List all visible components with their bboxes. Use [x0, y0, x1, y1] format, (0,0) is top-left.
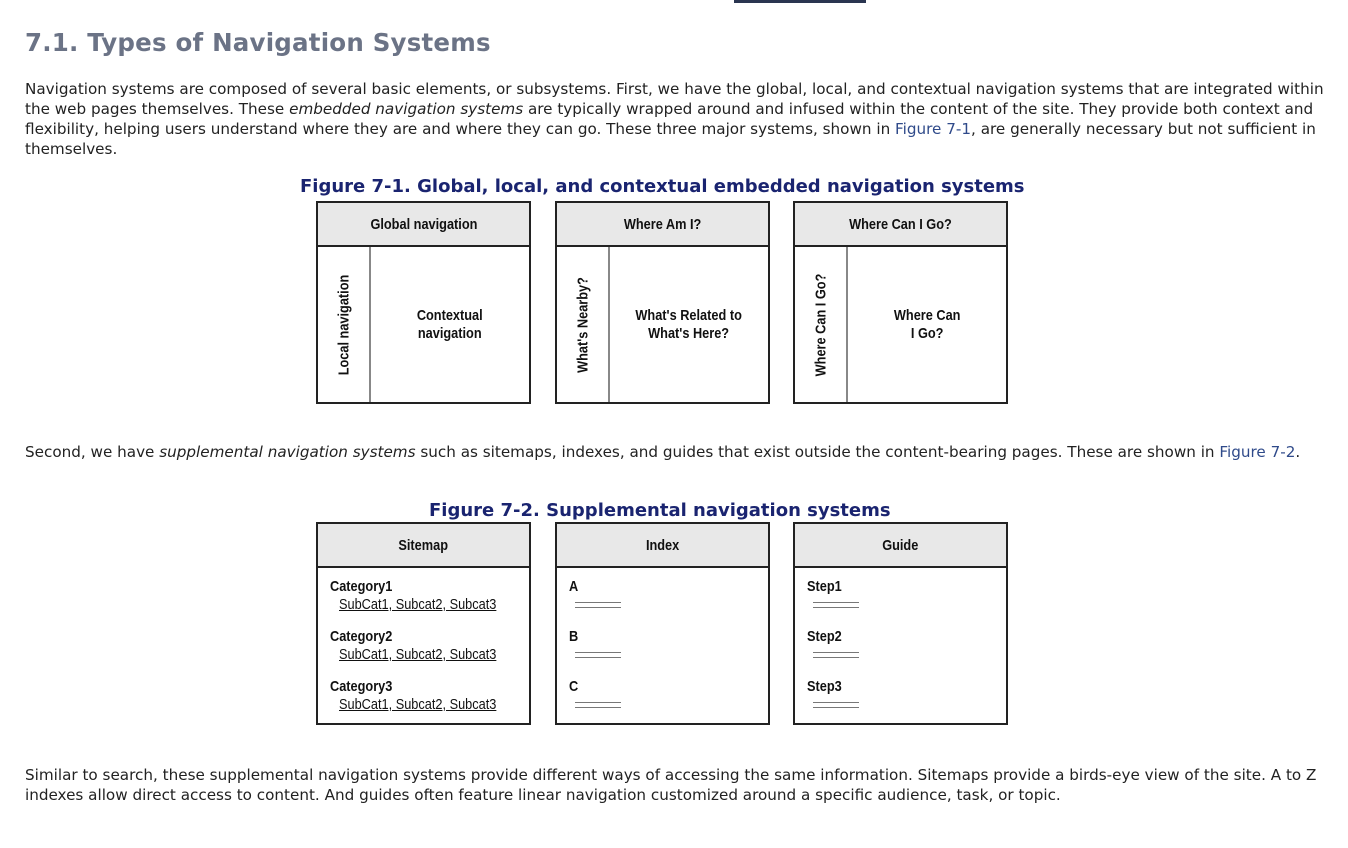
- sitemap-entry: Category3 SubCat1, Subcat2, Subcat3: [330, 678, 497, 713]
- box-header: Global navigation: [318, 203, 529, 247]
- figure-7-2-link[interactable]: Figure 7-2: [1219, 443, 1296, 461]
- figure-7-1-title: Figure 7-1. Global, local, and contextua…: [300, 176, 1025, 197]
- emphasis-text: supplemental navigation systems: [159, 443, 416, 461]
- top-nav-bar: [734, 0, 866, 3]
- guide-diagram: Guide Step1 Step2 Step3: [793, 522, 1008, 725]
- box-header: Index: [557, 524, 768, 568]
- sitemap-diagram: Sitemap Category1 SubCat1, Subcat2, Subc…: [316, 522, 531, 725]
- box-side-bar: What's Nearby?: [557, 247, 610, 402]
- text: Navigation systems are composed of sever…: [25, 80, 1324, 118]
- side-label: Where Can I Go?: [812, 273, 829, 376]
- figure-7-1-link[interactable]: Figure 7-1: [895, 120, 972, 138]
- global-navigation-diagram: Global navigation Local navigation Conte…: [316, 201, 531, 404]
- where-am-i-diagram: Where Am I? What's Nearby? What's Relate…: [555, 201, 770, 404]
- index-entry: C: [569, 678, 621, 708]
- box-center: Where Can I Go?: [893, 306, 961, 342]
- index-diagram: Index A B C: [555, 522, 770, 725]
- side-label: Local navigation: [335, 274, 352, 375]
- where-can-i-go-diagram: Where Can I Go? Where Can I Go? Where Ca…: [793, 201, 1008, 404]
- box-header: Where Can I Go?: [795, 203, 1006, 247]
- index-entry: A: [569, 578, 621, 608]
- box-side-bar: Where Can I Go?: [795, 247, 848, 402]
- text: are typically wrapped around and infused…: [25, 100, 1314, 138]
- box-center: Contextual navigation: [417, 306, 483, 342]
- guide-step: Step1: [807, 578, 859, 608]
- figure-7-2-title: Figure 7-2. Supplemental navigation syst…: [429, 500, 891, 521]
- box-header: Where Am I?: [557, 203, 768, 247]
- text: .: [1295, 443, 1301, 461]
- box-header: Sitemap: [318, 524, 529, 568]
- guide-step: Step2: [807, 628, 859, 658]
- index-entry: B: [569, 628, 621, 658]
- text: such as sitemaps, indexes, and guides th…: [415, 443, 1220, 461]
- sitemap-entry: Category1 SubCat1, Subcat2, Subcat3: [330, 578, 497, 613]
- box-center: What's Related to What's Here?: [635, 306, 743, 342]
- box-header: Guide: [795, 524, 1006, 568]
- emphasis-text: embedded navigation systems: [289, 100, 524, 118]
- guide-step: Step3: [807, 678, 859, 708]
- closing-paragraph: Similar to search, these supplemental na…: [25, 766, 1317, 804]
- supplemental-paragraph: Second, we have supplemental navigation …: [25, 442, 1325, 462]
- side-label: What's Nearby?: [574, 276, 591, 373]
- section-heading: 7.1. Types of Navigation Systems: [25, 28, 491, 57]
- box-side-bar: Local navigation: [318, 247, 371, 402]
- text: Second, we have: [25, 443, 160, 461]
- sitemap-entry: Category2 SubCat1, Subcat2, Subcat3: [330, 628, 497, 663]
- text: , are generally necessary but not suffic…: [25, 120, 1316, 158]
- intro-paragraph: Navigation systems are composed of sever…: [25, 79, 1325, 159]
